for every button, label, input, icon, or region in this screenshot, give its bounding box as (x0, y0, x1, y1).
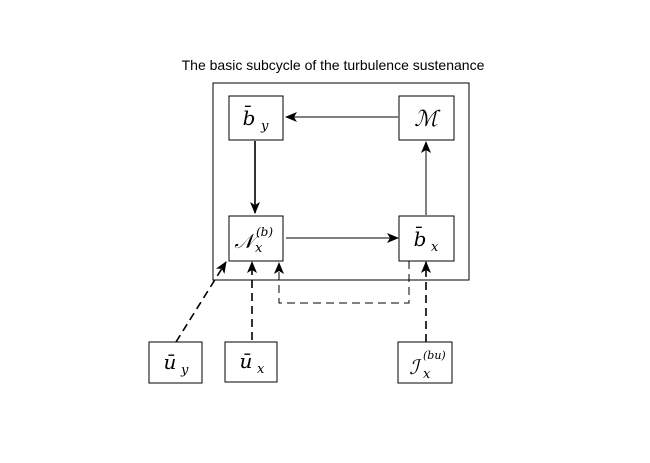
diagram-title: The basic subcycle of the turbulence sus… (182, 57, 485, 73)
node-b-x-sub: x (431, 240, 439, 255)
node-M: ℳ (398, 95, 455, 141)
node-I-x-sup: (bu) (423, 349, 446, 362)
node-b-y-sub: y (260, 119, 269, 134)
subcycle-frame (212, 82, 470, 281)
node-u-x-main: ū (240, 349, 253, 373)
node-u-x: ū x (224, 341, 278, 383)
node-b-x: b̄ x (398, 215, 455, 262)
node-M-main: ℳ (414, 107, 441, 132)
edge-bx-to-Nx-dashed (274, 261, 410, 304)
node-u-y: ū y (148, 341, 203, 384)
node-I-x-sub: x (423, 367, 431, 382)
node-b-y-main: b̄ (243, 105, 256, 130)
node-b-x-main: b̄ (414, 226, 427, 251)
node-b-y: b̄ y (228, 95, 284, 141)
node-N-x-sub: x (255, 241, 263, 256)
node-u-y-sub: y (180, 363, 189, 378)
node-u-y-main: ū (164, 350, 177, 374)
node-I-x: ℐ (bu) x (397, 341, 453, 384)
node-N-x: 𝒩 (b) x (228, 215, 284, 262)
node-u-x-sub: x (257, 362, 265, 377)
node-N-x-sup: (b) (256, 225, 273, 239)
edge-uy-to-Nx (175, 261, 227, 343)
